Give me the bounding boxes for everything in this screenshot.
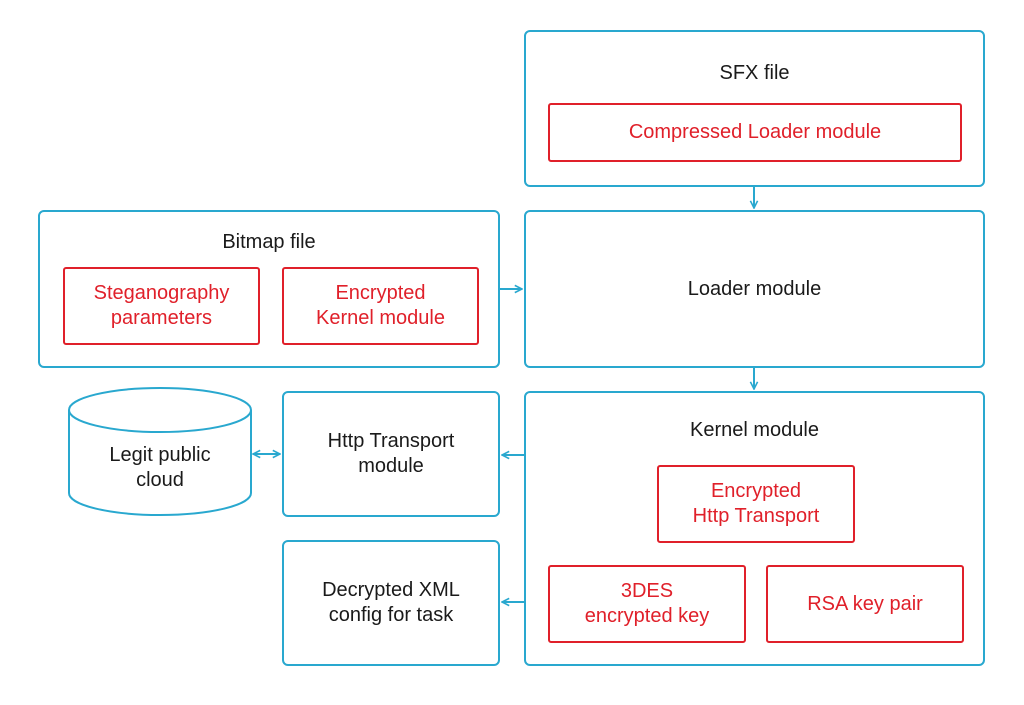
compressed-loader-module-box: Compressed Loader module xyxy=(548,103,962,162)
sfx-file-title: SFX file xyxy=(719,62,790,84)
legit-public-cloud-label: Legit public cloud xyxy=(109,444,211,491)
loader-module-box: Loader module xyxy=(524,210,985,368)
steganography-parameters-box: Steganography parameters xyxy=(63,267,260,345)
http-transport-module-box: Http Transport module xyxy=(282,391,500,517)
loader-module-title: Loader module xyxy=(687,277,822,300)
sfx-file-box: SFX file Compressed Loader module xyxy=(524,30,985,187)
3des-encrypted-key-box: 3DES encrypted key xyxy=(548,565,746,643)
bitmap-file-title: Bitmap file xyxy=(222,231,316,253)
rsa-key-pair-box: RSA key pair xyxy=(766,565,964,643)
decrypted-xml-config-box: Decrypted XML config for task xyxy=(282,540,500,666)
kernel-module-title: Kernel module xyxy=(690,419,819,441)
encrypted-http-transport-box: Encrypted Http Transport xyxy=(657,465,855,543)
bitmap-file-box: Bitmap file Steganography parameters Enc… xyxy=(38,210,500,368)
decrypted-xml-config-title: Decrypted XML config for task xyxy=(322,579,460,626)
kernel-module-box: Kernel module Encrypted Http Transport 3… xyxy=(524,391,985,666)
encrypted-kernel-module-box: Encrypted Kernel module xyxy=(282,267,479,345)
http-transport-module-title: Http Transport module xyxy=(327,430,455,477)
